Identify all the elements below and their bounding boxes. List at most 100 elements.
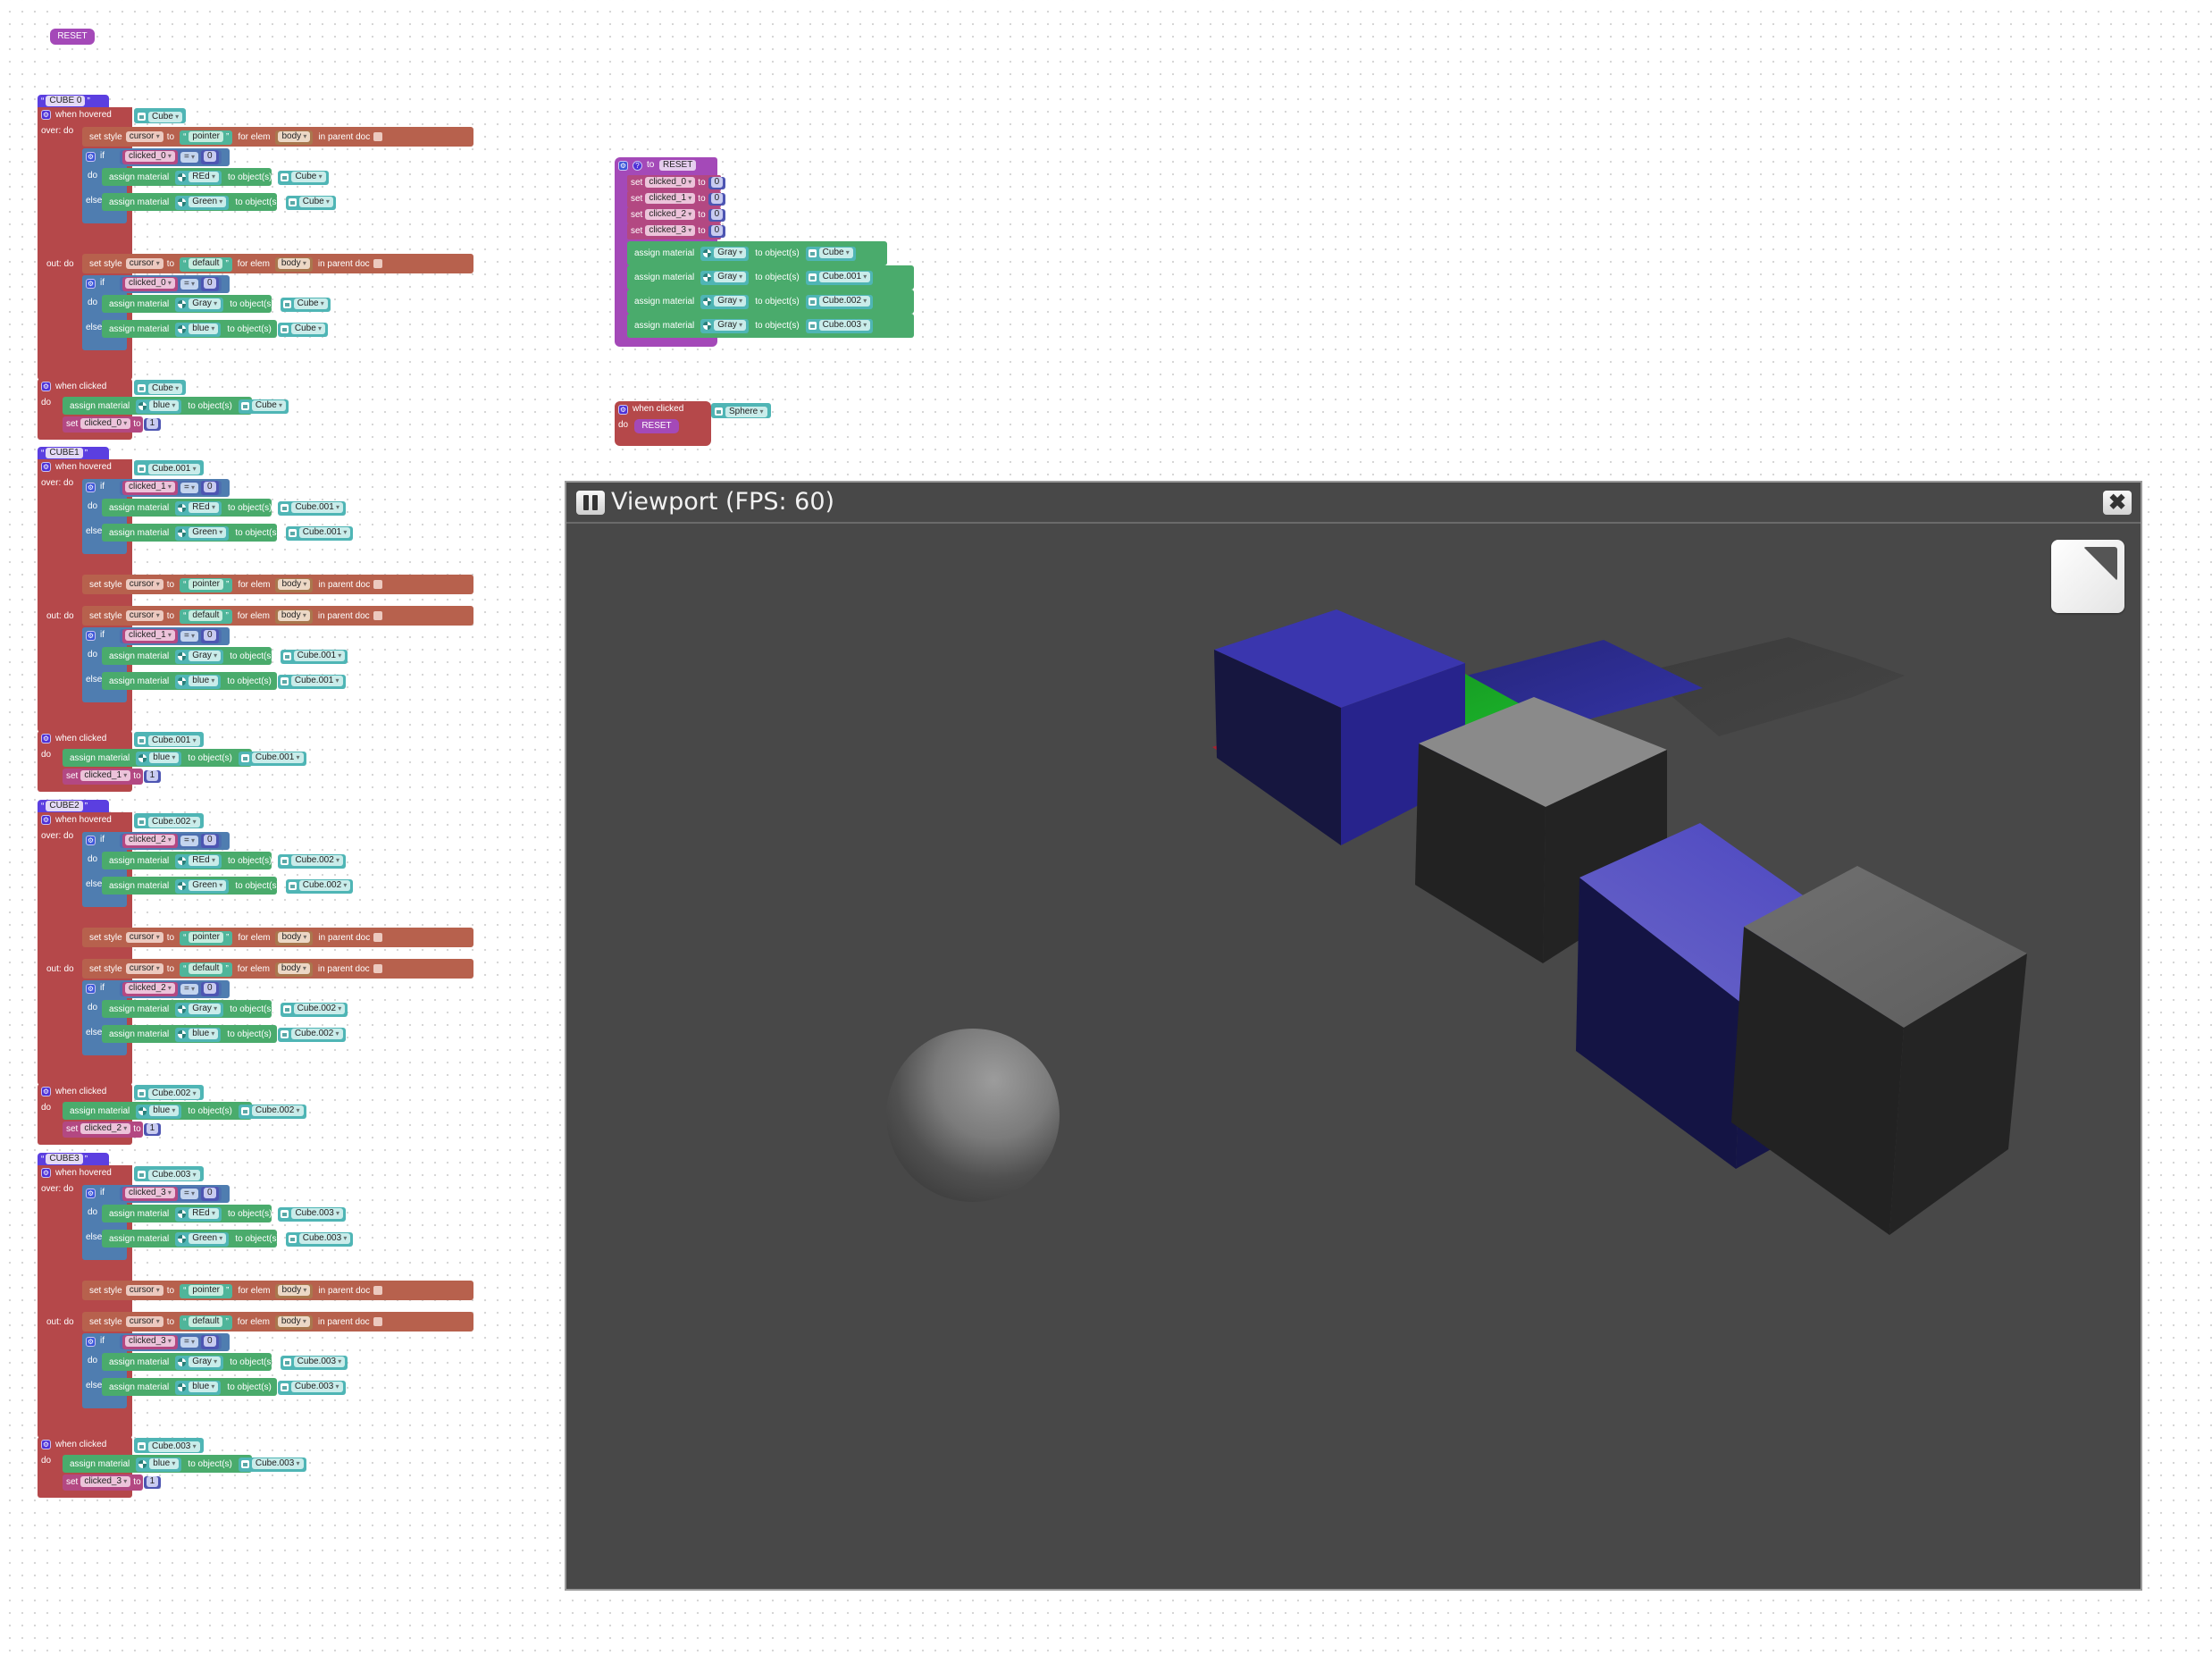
- object-dropdown[interactable]: Cube.002: [290, 1029, 343, 1040]
- gear-icon[interactable]: ⚙: [86, 631, 96, 641]
- assign-material-do[interactable]: assign materialGrayto object(s)Cube.003: [102, 1353, 348, 1371]
- object-dropdown[interactable]: Cube.002: [148, 1088, 200, 1099]
- object-value-block[interactable]: Cube: [238, 399, 289, 414]
- object-dropdown[interactable]: Cube.001: [291, 502, 344, 514]
- number-block[interactable]: 0: [708, 209, 726, 222]
- help-icon[interactable]: ?: [633, 161, 642, 171]
- material-dropdown[interactable]: blue: [149, 1458, 180, 1470]
- string-value-block[interactable]: “default”: [180, 1315, 232, 1330]
- object-dropdown[interactable]: Cube.003: [251, 1458, 304, 1470]
- object-dropdown[interactable]: Sphere: [725, 406, 767, 417]
- object-dropdown[interactable]: Cube.003: [290, 1382, 343, 1393]
- group-label-field[interactable]: CUBE2: [46, 801, 83, 812]
- in-parent-doc-checkbox[interactable]: [373, 1317, 382, 1327]
- sphere-object[interactable]: [886, 1029, 1060, 1202]
- number-block[interactable]: 0: [201, 1335, 219, 1349]
- material-value-block[interactable]: blue: [136, 399, 182, 414]
- when-hovered-header[interactable]: ⚙when hovered: [38, 459, 132, 475]
- hover-object-block[interactable]: Cube.003: [134, 1166, 204, 1181]
- object-value-block[interactable]: Cube: [280, 298, 331, 312]
- object-value-block[interactable]: Cube.002: [238, 1105, 306, 1119]
- assign-material-do[interactable]: assign materialREdto object(s)Cube.003: [102, 1205, 347, 1222]
- string-value-field[interactable]: pointer: [189, 131, 223, 143]
- material-value-block[interactable]: Gray: [700, 319, 750, 333]
- hover-object-block[interactable]: Cube.002: [134, 813, 204, 828]
- number-field[interactable]: 0: [710, 193, 724, 205]
- number-block[interactable]: 1: [143, 418, 162, 431]
- group-label-block[interactable]: “CUBE 0”: [38, 95, 109, 107]
- string-value-block[interactable]: “pointer”: [180, 1284, 233, 1298]
- gear-icon[interactable]: ⚙: [618, 161, 628, 171]
- object-dropdown[interactable]: Cube.003: [298, 1233, 351, 1245]
- object-dropdown[interactable]: Cube: [291, 172, 326, 183]
- compare-block[interactable]: clicked_0=0: [120, 277, 222, 291]
- assign-material-block[interactable]: assign materialGrayto object(s)Cube.003: [627, 314, 914, 338]
- material-dropdown[interactable]: Green: [189, 1233, 227, 1245]
- elem-dropdown[interactable]: body: [278, 131, 311, 143]
- group-label-field[interactable]: CUBE1: [46, 448, 83, 459]
- compare-block[interactable]: clicked_2=0: [120, 982, 222, 996]
- string-value-field[interactable]: pointer: [189, 1285, 223, 1297]
- object-dropdown[interactable]: Cube.002: [818, 296, 871, 307]
- when-clicked-header[interactable]: ⚙when clicked: [38, 731, 132, 747]
- material-dropdown[interactable]: blue: [189, 1029, 219, 1040]
- click-object-block[interactable]: Cube.002: [134, 1085, 204, 1100]
- object-dropdown[interactable]: Cube.001: [298, 527, 351, 539]
- in-parent-doc-checkbox[interactable]: [373, 580, 383, 590]
- assign-material-click[interactable]: assign materialblueto object(s)Cube.001: [63, 749, 306, 767]
- number-field[interactable]: 1: [146, 418, 159, 430]
- material-value-block[interactable]: blue: [136, 752, 182, 766]
- variable-dropdown[interactable]: clicked_1: [80, 770, 131, 782]
- compare-block[interactable]: clicked_1=0: [120, 629, 222, 643]
- object-dropdown[interactable]: Cube.003: [148, 1441, 200, 1452]
- material-value-block[interactable]: REd: [175, 501, 222, 516]
- operator-dropdown[interactable]: =: [180, 836, 199, 846]
- material-dropdown[interactable]: blue: [149, 1105, 180, 1117]
- number-field[interactable]: 0: [204, 1336, 216, 1348]
- 3d-scene-canvas[interactable]: [566, 524, 2141, 1589]
- click-object-block[interactable]: Cube.001: [134, 732, 204, 747]
- object-dropdown[interactable]: Cube: [818, 248, 853, 259]
- object-value-block[interactable]: Cube.001: [278, 501, 347, 516]
- assign-material-else[interactable]: assign materialblueto object(s)Cube.001: [102, 672, 346, 690]
- number-block[interactable]: 0: [708, 193, 726, 206]
- group-label-block[interactable]: “CUBE3”: [38, 1153, 109, 1165]
- elem-dropdown[interactable]: body: [277, 258, 310, 270]
- variable-dropdown[interactable]: clicked_3: [80, 1476, 131, 1488]
- object-dropdown[interactable]: Cube: [148, 382, 183, 394]
- style-property-dropdown[interactable]: cursor: [125, 1285, 163, 1297]
- assign-material-block[interactable]: assign materialGrayto object(s)Cube.001: [627, 265, 914, 290]
- assign-material-block[interactable]: assign materialGrayto object(s)Cube.002: [627, 290, 914, 314]
- material-value-block[interactable]: Gray: [175, 298, 224, 312]
- string-value-block[interactable]: “pointer”: [180, 578, 233, 592]
- material-value-block[interactable]: Gray: [175, 1356, 224, 1370]
- object-dropdown[interactable]: Cube.001: [818, 272, 871, 283]
- material-dropdown[interactable]: REd: [189, 855, 219, 867]
- variable-dropdown[interactable]: clicked_0: [80, 418, 131, 430]
- material-value-block[interactable]: blue: [136, 1458, 182, 1472]
- string-value-field[interactable]: default: [189, 258, 223, 270]
- object-value-block[interactable]: Cube.002: [277, 1028, 346, 1042]
- reset-call-block[interactable]: RESET: [50, 29, 95, 45]
- object-value-block[interactable]: Cube: [278, 171, 329, 185]
- in-parent-doc-checkbox[interactable]: [373, 259, 382, 269]
- material-value-block[interactable]: Gray: [700, 295, 750, 309]
- number-block[interactable]: 0: [201, 150, 219, 164]
- operator-dropdown[interactable]: =: [180, 1337, 199, 1348]
- assign-material-else[interactable]: assign materialblueto object(s)Cube.003: [102, 1378, 346, 1396]
- sphere-click-handler[interactable]: ⚙when clickedSpheredoRESET: [615, 401, 775, 446]
- material-value-block[interactable]: blue: [175, 323, 222, 337]
- assign-material-else[interactable]: assign materialGreento object(s)Cube.001: [102, 524, 354, 542]
- assign-material-click[interactable]: assign materialblueto object(s)Cube: [63, 397, 289, 415]
- number-field[interactable]: 0: [204, 1188, 216, 1199]
- variable-dropdown[interactable]: clicked_0: [125, 278, 175, 290]
- material-value-block[interactable]: blue: [175, 1381, 222, 1395]
- object-dropdown[interactable]: Cube.001: [148, 735, 200, 746]
- material-value-block[interactable]: Green: [175, 526, 230, 541]
- set-style-block[interactable]: set stylecursorto“default”for elembodyin…: [82, 606, 473, 626]
- object-value-block[interactable]: Cube.001: [280, 650, 348, 664]
